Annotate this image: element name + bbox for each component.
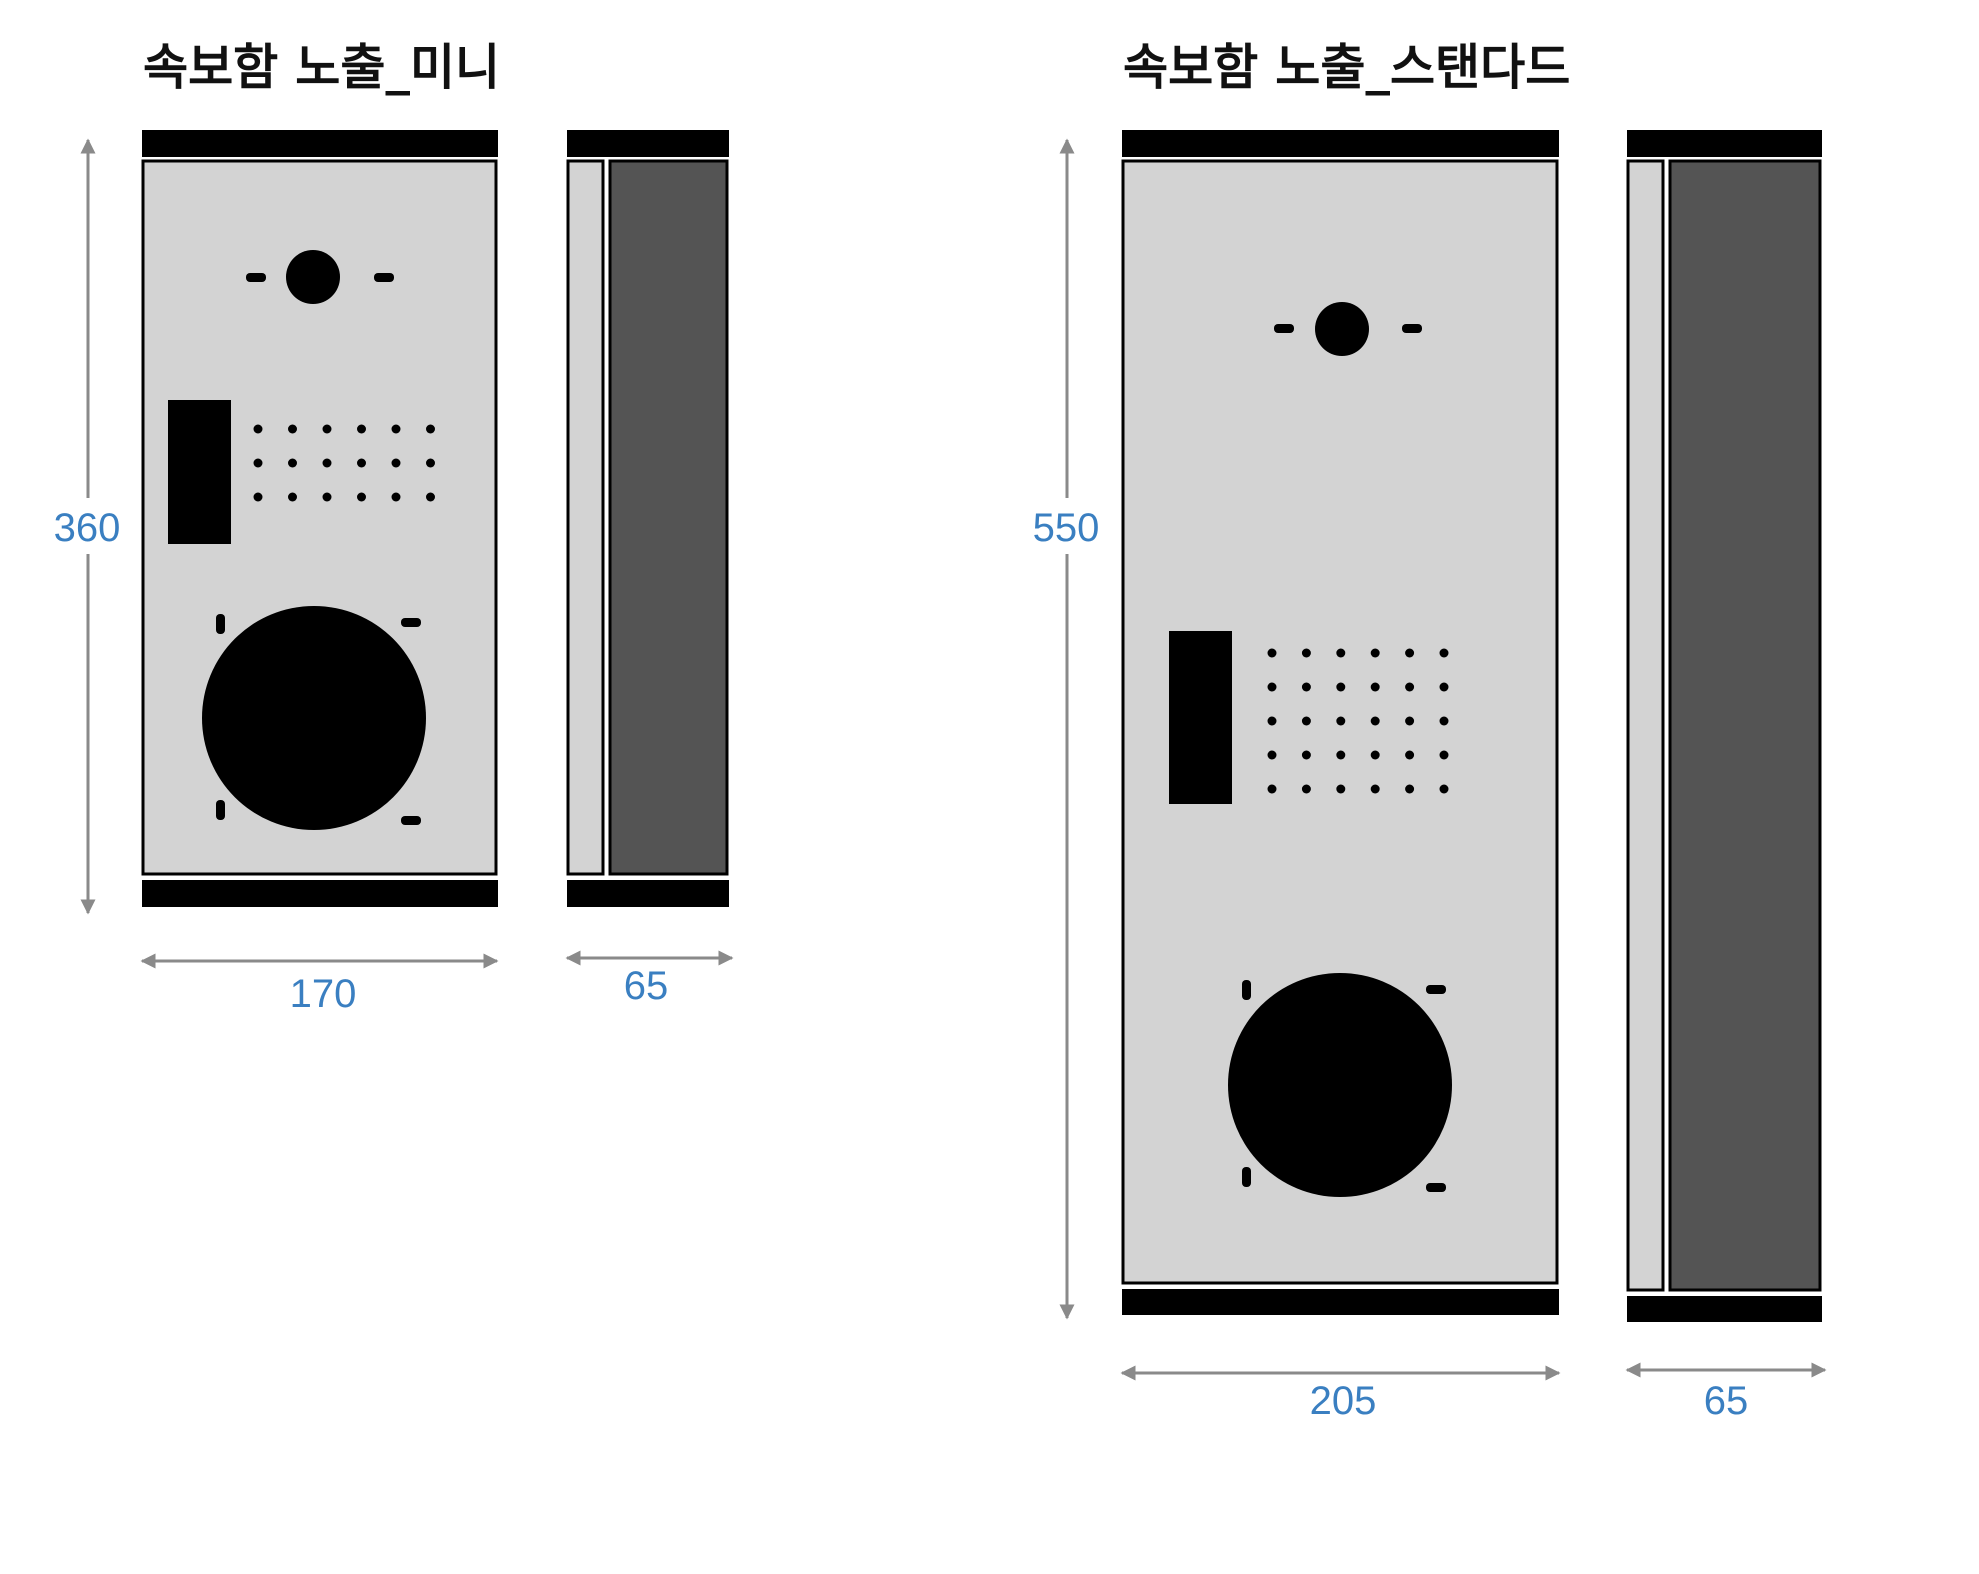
standard-speaker-hole <box>1336 716 1346 726</box>
mini-speaker-mount-bl <box>216 800 225 820</box>
mini-side-top-cap <box>567 130 729 157</box>
standard-speaker-hole <box>1370 716 1380 726</box>
standard-speaker-mount-tr <box>1426 985 1446 994</box>
standard-speaker-mount-tl <box>1242 980 1251 1000</box>
mini-speaker-hole-grid <box>253 424 435 502</box>
standard-camera-slot-right <box>1402 324 1422 333</box>
standard-side-plate <box>1626 159 1665 1292</box>
standard-side-view <box>1626 130 1822 1322</box>
standard-speaker-hole <box>1267 784 1277 794</box>
mini-speaker-hole <box>391 492 401 502</box>
mini-speaker-hole <box>288 492 297 502</box>
mini-speaker-hole <box>426 492 435 502</box>
mini-camera-slot-right <box>374 273 394 282</box>
standard-speaker-mount-br <box>1426 1183 1446 1192</box>
standard-title: 속보함 노출_스탠다드 <box>1123 39 1570 96</box>
mini-speaker-hole <box>391 458 401 468</box>
standard-height-label: 550 <box>1033 506 1100 550</box>
standard-front-bottom-cap <box>1122 1289 1559 1315</box>
standard-speaker-hole <box>1336 648 1346 658</box>
mini-speaker-hole <box>322 492 332 502</box>
standard-width-label: 205 <box>1310 1379 1377 1423</box>
mini-speaker-hole <box>322 424 332 434</box>
standard-speaker-hole <box>1370 648 1380 658</box>
mini-speaker-hole <box>253 492 263 502</box>
standard-front-top-cap <box>1122 130 1559 157</box>
mini-camera-lens <box>286 250 340 304</box>
standard-speaker-hole <box>1439 648 1449 658</box>
mini-speaker-hole <box>357 424 366 434</box>
mini-title: 속보함 노출_미니 <box>143 39 500 96</box>
standard-speaker-hole <box>1439 750 1449 760</box>
mini-speaker-hole <box>322 458 332 468</box>
standard-speaker-hole <box>1370 750 1380 760</box>
mini-speaker-hole <box>288 424 297 434</box>
mini-speaker-mount-br <box>401 816 421 825</box>
mini-speaker-hole <box>288 458 297 468</box>
standard-speaker-hole <box>1267 682 1277 692</box>
mini-display-panel <box>168 400 231 544</box>
mini-front-view <box>141 130 498 907</box>
standard-side-top-cap <box>1627 130 1822 157</box>
mini-speaker-hole <box>253 458 263 468</box>
standard-diagram: 속보함 노출_스탠다드 <box>1029 39 1827 1423</box>
standard-speaker-hole <box>1370 784 1380 794</box>
standard-camera-slot-left <box>1274 324 1294 333</box>
standard-speaker-hole <box>1301 682 1311 692</box>
standard-speaker-disc <box>1228 973 1452 1197</box>
mini-speaker-mount-tr <box>401 618 421 627</box>
mini-side-bottom-cap <box>567 880 729 907</box>
standard-speaker-hole <box>1301 716 1311 726</box>
mini-speaker-hole <box>253 424 263 434</box>
standard-speaker-hole <box>1405 648 1415 658</box>
standard-speaker-hole-grid <box>1267 648 1449 794</box>
standard-side-bottom-cap <box>1627 1296 1822 1322</box>
mini-speaker-hole <box>391 424 401 434</box>
standard-speaker-hole <box>1301 648 1311 658</box>
standard-speaker-hole <box>1267 648 1277 658</box>
mini-speaker-disc <box>202 606 426 830</box>
standard-height-label-bg <box>1029 498 1105 554</box>
standard-speaker-hole <box>1370 682 1380 692</box>
standard-speaker-hole <box>1267 716 1277 726</box>
standard-speaker-hole <box>1439 716 1449 726</box>
standard-speaker-hole <box>1301 784 1311 794</box>
standard-depth-label: 65 <box>1704 1379 1749 1423</box>
standard-speaker-mount-bl <box>1242 1167 1251 1187</box>
mini-speaker-hole <box>357 458 366 468</box>
mini-width-label: 170 <box>290 972 357 1016</box>
mini-side-view <box>566 130 729 907</box>
standard-speaker-hole <box>1267 750 1277 760</box>
mini-speaker-hole <box>426 424 435 434</box>
mini-speaker-mount-tl <box>216 614 225 634</box>
standard-side-body <box>1668 159 1822 1292</box>
standard-speaker-hole <box>1405 716 1415 726</box>
standard-speaker-hole <box>1336 750 1346 760</box>
mini-front-top-cap <box>142 130 498 157</box>
standard-camera-lens <box>1315 302 1369 356</box>
mini-height-label: 360 <box>54 506 121 550</box>
mini-depth-label: 65 <box>624 964 669 1008</box>
standard-speaker-hole <box>1405 784 1415 794</box>
mini-side-body <box>608 159 729 876</box>
standard-speaker-hole <box>1439 682 1449 692</box>
mini-speaker-hole <box>426 458 435 468</box>
mini-camera-slot-left <box>246 273 266 282</box>
standard-speaker-hole <box>1439 784 1449 794</box>
standard-speaker-hole <box>1301 750 1311 760</box>
standard-speaker-hole <box>1336 784 1346 794</box>
mini-speaker-hole <box>357 492 366 502</box>
standard-speaker-hole <box>1405 682 1415 692</box>
mini-height-label-bg <box>50 498 126 554</box>
standard-display-panel <box>1169 631 1232 804</box>
mini-diagram: 속보함 노출_미니 <box>50 39 734 1016</box>
mini-side-plate <box>566 159 605 876</box>
standard-speaker-hole <box>1336 682 1346 692</box>
standard-speaker-hole <box>1405 750 1415 760</box>
mini-front-bottom-cap <box>142 880 498 907</box>
standard-front-view <box>1121 130 1559 1315</box>
